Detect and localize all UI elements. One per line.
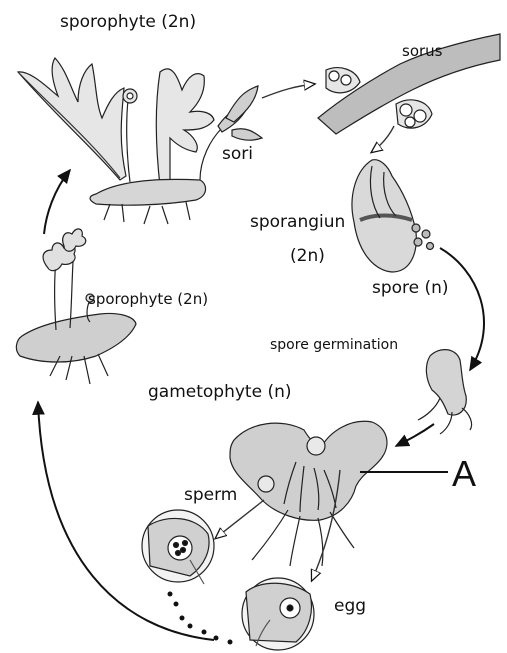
label-spore: spore (n): [372, 280, 449, 297]
arrow-germination-to-gametophyte: [396, 424, 434, 446]
label-pointer-A: A: [452, 456, 476, 492]
gametophyte-prothallus: [230, 421, 387, 566]
germinating-spore: [418, 350, 472, 434]
sporangium: [352, 160, 433, 272]
label-sori: sori: [222, 146, 253, 163]
arrow-to-sperm-zoom: [216, 500, 264, 538]
label-sorus: sorus: [402, 44, 442, 59]
archegonium-zoom: [242, 578, 314, 650]
mature-sporophyte: [18, 58, 262, 224]
antheridium-zoom: [142, 510, 214, 584]
arrow-sorus-to-sporangium: [372, 126, 394, 152]
label-sporophyte-mature: sporophyte (2n): [60, 14, 196, 31]
arrow-sporophyte-to-sorus: [262, 84, 314, 98]
label-sporangium-ploidy: (2n): [290, 248, 325, 265]
released-sperm: [168, 592, 233, 645]
label-sperm: sperm: [184, 487, 237, 504]
label-sporangium: sporangiun: [250, 214, 345, 231]
label-spore-germination: spore germination: [270, 338, 398, 352]
label-egg: egg: [334, 598, 366, 615]
label-gametophyte: gametophyte (n): [148, 384, 292, 401]
label-sporophyte-young: sporophyte (2n): [88, 292, 208, 307]
arrow-young-to-mature-sporophyte: [44, 170, 70, 234]
